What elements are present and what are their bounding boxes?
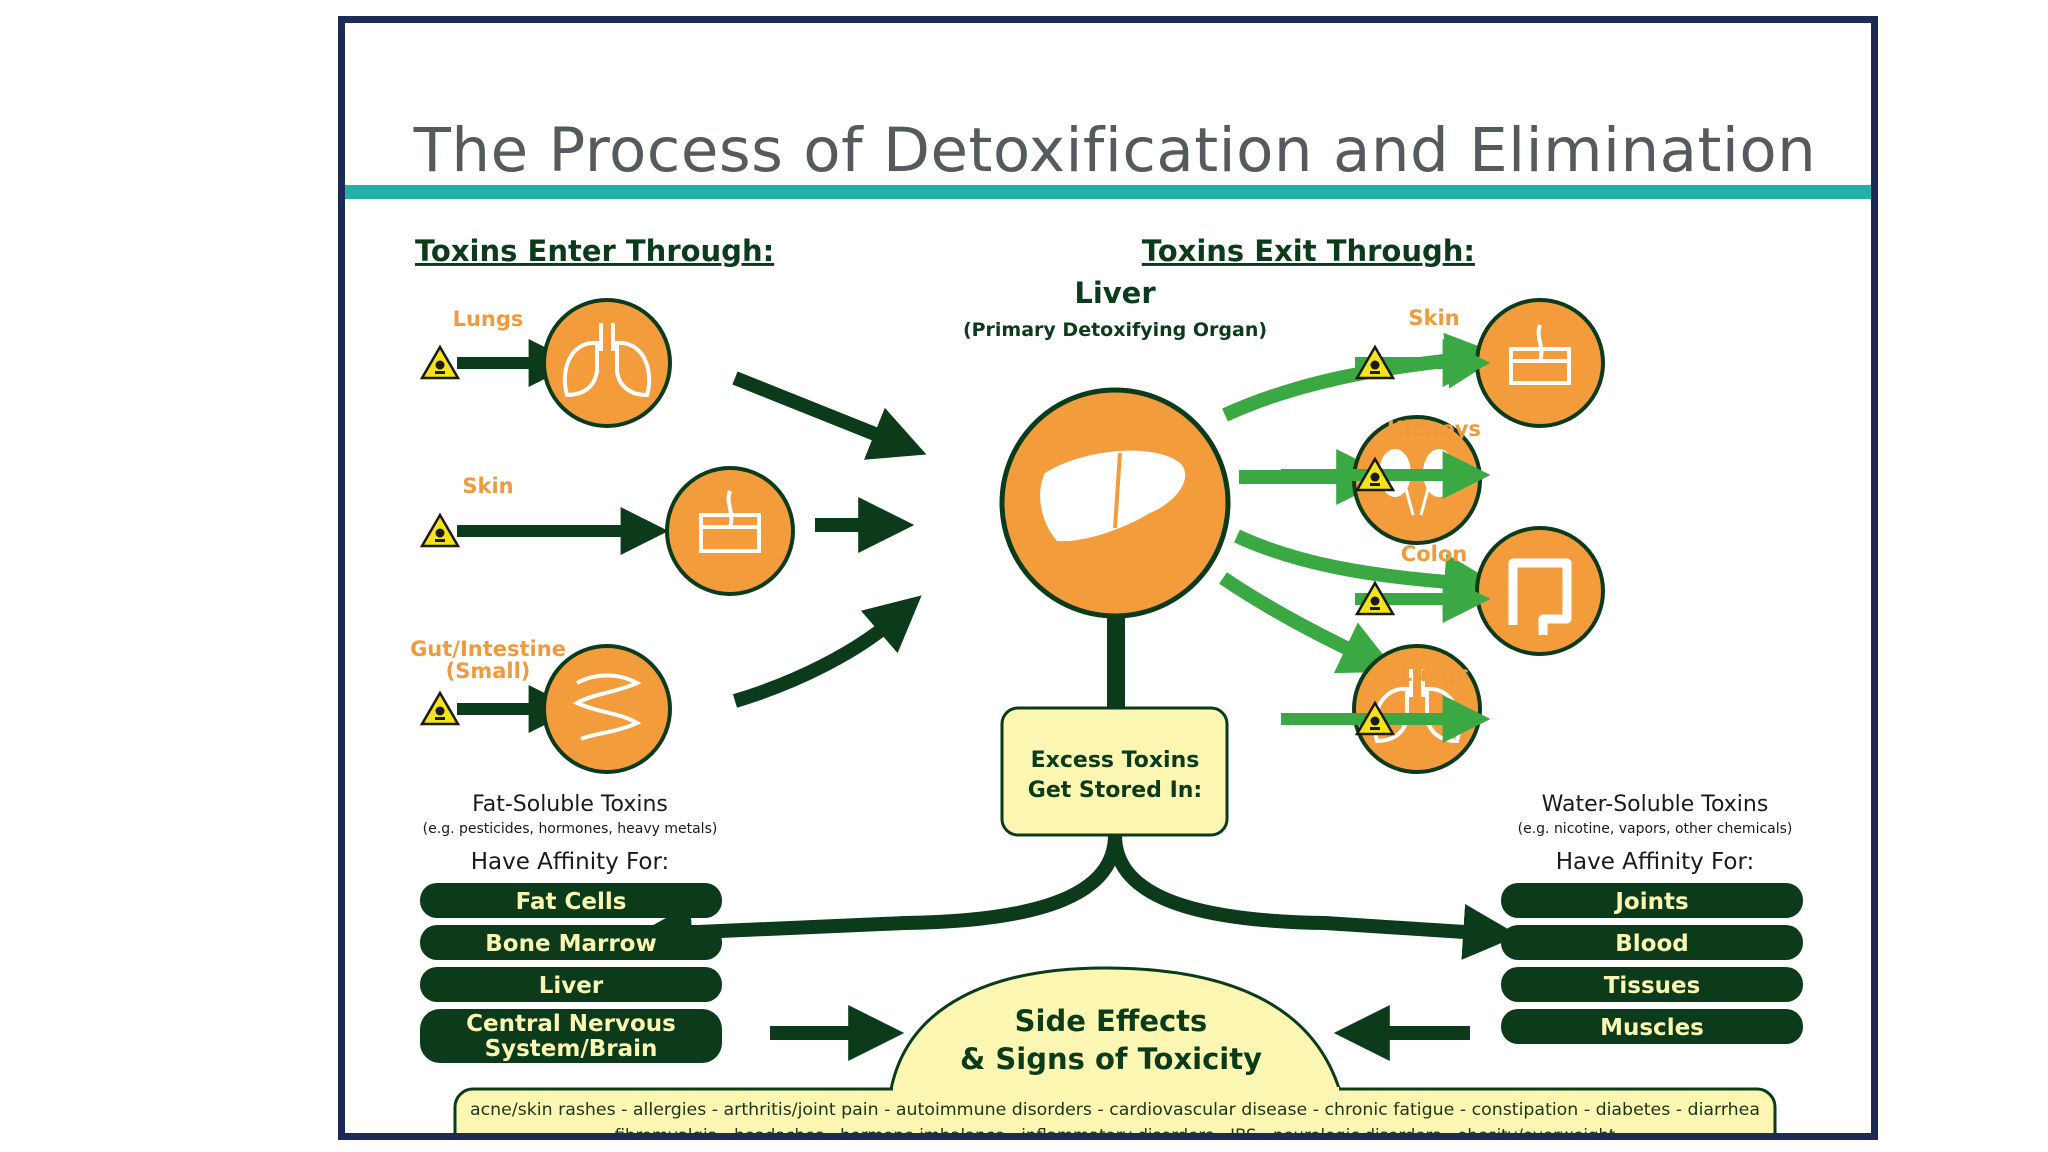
fat-pill-bone-marrow: Bone Marrow [420, 925, 722, 960]
water-affinity-label: Have Affinity For: [1556, 849, 1755, 875]
intestine-icon [572, 673, 642, 741]
fat-pill-cns: Central Nervous System/Brain [420, 1009, 722, 1063]
liver-icon [1040, 450, 1186, 542]
side-effects-title-1: Side Effects [1015, 1004, 1208, 1038]
to-water-arrow [1108, 834, 1520, 960]
detox-diagram: Toxins Enter Through: Toxins Exit Throug… [410, 234, 1803, 1140]
toxins-exit-heading: Toxins Exit Through: [1142, 234, 1475, 268]
hazard-icon [420, 345, 460, 380]
to-liver-arrow-top [732, 371, 927, 460]
skin-icon [1509, 324, 1571, 385]
water-pill-tissues: Tissues [1501, 967, 1803, 1002]
exit-colon-label: Colon [1401, 542, 1467, 566]
water-pill-joints: Joints [1501, 883, 1803, 918]
svg-text:System/Brain: System/Brain [485, 1036, 658, 1062]
water-pill-blood: Blood [1501, 925, 1803, 960]
svg-text:Central Nervous: Central Nervous [466, 1011, 676, 1037]
hazard-icon [420, 513, 460, 548]
lungs-icon [562, 323, 652, 398]
water-soluble-examples: (e.g. nicotine, vapors, other chemicals) [1518, 821, 1793, 837]
fat-soluble-examples: (e.g. pesticides, hormones, heavy metals… [423, 821, 718, 837]
enter-lungs-circle [542, 298, 672, 428]
enter-gut-label: Gut/Intestine [410, 637, 566, 661]
exit-skin-circle [1475, 298, 1605, 428]
enter-gut-circle [542, 644, 672, 774]
fat-soluble-title: Fat-Soluble Toxins [472, 792, 668, 817]
storage-stem [1107, 618, 1125, 708]
svg-text:Joints: Joints [1613, 889, 1688, 915]
exit-kidneys-label: Kidneys [1387, 417, 1481, 441]
water-soluble-title: Water-Soluble Toxins [1542, 792, 1769, 817]
enter-skin-label: Skin [462, 474, 513, 498]
storage-line1: Excess Toxins [1031, 748, 1200, 773]
svg-text:Fat Cells: Fat Cells [516, 889, 627, 915]
svg-text:Bone Marrow: Bone Marrow [485, 931, 656, 957]
svg-text:Tissues: Tissues [1604, 973, 1701, 999]
enter-skin-circle [665, 466, 795, 596]
fat-pill-fat-cells: Fat Cells [420, 883, 722, 918]
storage-line2: Get Stored In: [1028, 778, 1202, 803]
title-underline [345, 185, 1871, 199]
hazard-icon [420, 691, 460, 726]
colon-icon [1508, 558, 1572, 635]
svg-text:Muscles: Muscles [1600, 1015, 1704, 1041]
liver-sublabel: (Primary Detoxifying Organ) [963, 319, 1267, 341]
side-effects-list-1: acne/skin rashes - allergies - arthritis… [470, 1100, 1760, 1119]
enter-gut-sublabel: (Small) [446, 659, 531, 683]
toxins-enter-heading: Toxins Enter Through: [415, 234, 774, 268]
fat-affinity-label: Have Affinity For: [471, 849, 670, 875]
liver-circle [999, 387, 1231, 619]
exit-skin-label: Skin [1408, 306, 1459, 330]
svg-text:Liver: Liver [539, 973, 604, 999]
enter-lungs-label: Lungs [453, 307, 524, 331]
liver-label: Liver [1074, 276, 1156, 310]
infographic-frame: The Process of Detoxification and Elimin… [338, 16, 1878, 1140]
to-fat-arrow [635, 834, 1122, 961]
exit-arrow-lungs [1219, 572, 1397, 674]
exit-lungs-label: Lungs [1399, 662, 1470, 686]
water-pill-muscles: Muscles [1501, 1009, 1803, 1044]
skin-icon [699, 490, 761, 553]
page-title: The Process of Detoxification and Elimin… [413, 115, 1817, 186]
exit-arrow-colon [1234, 529, 1501, 610]
storage-box: Excess Toxins Get Stored In: [1000, 706, 1229, 837]
to-liver-arrow-bottom [732, 595, 922, 708]
side-effects-list-2: fibromyalgia - headaches - hormone imbal… [615, 1126, 1616, 1140]
lungs-icon [1372, 669, 1462, 744]
exit-colon-circle [1475, 526, 1605, 656]
side-effects-panel: Side Effects & Signs of Toxicity acne/sk… [453, 966, 1777, 1140]
svg-text:Blood: Blood [1615, 931, 1688, 957]
side-effects-title-2: & Signs of Toxicity [960, 1042, 1262, 1076]
fat-pill-liver: Liver [420, 967, 722, 1002]
